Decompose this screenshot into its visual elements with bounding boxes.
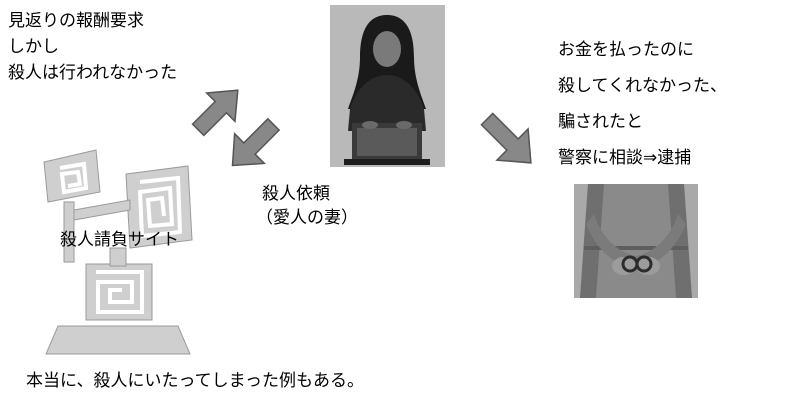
murder-request-line: （愛人の妻）	[256, 208, 358, 228]
murder-request-line: 殺人依頼	[262, 184, 330, 204]
handcuffed-person-image	[574, 184, 698, 298]
arrow-down-right	[474, 106, 544, 176]
deceived-arrest-line: 警察に相談⇒逮捕	[558, 148, 692, 168]
reward-demand-line: 見返りの報酬要求	[8, 11, 144, 31]
computer-server-illustration	[38, 140, 198, 358]
reward-demand-line: しかし	[8, 37, 59, 57]
deceived-arrest-line: 騙されたと	[558, 112, 643, 132]
woman-at-computer-image	[330, 5, 445, 167]
murder-for-hire-site-label: 殺人請負サイト	[60, 230, 179, 250]
deceived-arrest-line: お金を払ったのに	[558, 40, 694, 60]
deceived-arrest-note: お金を払ったのに 殺してくれなかった、 騙されたと 警察に相談⇒逮捕	[558, 32, 727, 176]
deceived-arrest-line: 殺してくれなかった、	[558, 76, 727, 96]
arrow-up-right	[186, 78, 250, 142]
murder-request-label: 殺人依頼 （愛人の妻）	[256, 182, 358, 230]
reward-demand-note: 見返りの報酬要求 しかし 殺人は行われなかった	[8, 8, 177, 86]
reward-demand-line: 殺人は行われなかった	[8, 63, 178, 83]
arrow-down-left	[220, 112, 286, 178]
footer-note: 本当に、殺人にいたってしまった例もある。	[26, 371, 364, 391]
